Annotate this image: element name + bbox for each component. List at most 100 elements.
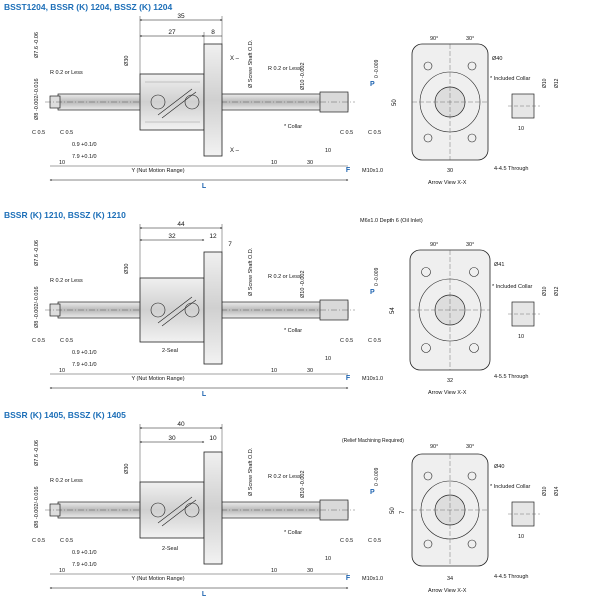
angle-30: 30° bbox=[466, 36, 474, 42]
collar-d1: Ø10 bbox=[542, 286, 548, 296]
view-height: 54 bbox=[390, 307, 396, 314]
thread-label: M10x1.0 bbox=[362, 376, 383, 382]
collar-d2: Ø14 bbox=[554, 486, 560, 496]
view-height: 50 bbox=[390, 507, 396, 514]
chamfer-right2: C 0.5 bbox=[368, 338, 381, 344]
hole-dia: Ø41 bbox=[494, 262, 504, 268]
dim-overall: 40 bbox=[177, 421, 185, 428]
included-collar: * Included Collar bbox=[492, 284, 533, 290]
seal-label: 2-Seal bbox=[162, 546, 178, 552]
seg-4: 10 bbox=[325, 556, 331, 562]
chamfer-left2: C 0.5 bbox=[60, 338, 73, 344]
seg-1: 10 bbox=[59, 160, 65, 166]
shaft-10: Ø10 -0.002 bbox=[300, 62, 306, 90]
dim-flange: 8 bbox=[211, 29, 215, 36]
p-tol: 0 -0.009 bbox=[374, 267, 380, 286]
chamfer-left2: C 0.5 bbox=[60, 130, 73, 136]
dim-nut-length: 27 bbox=[168, 29, 176, 36]
seg-3: 30 bbox=[307, 368, 313, 374]
dim-flange: 10 bbox=[209, 435, 217, 442]
p-label: P bbox=[370, 81, 375, 88]
y-range: Y (Nut Motion Range) bbox=[131, 576, 184, 582]
through-holes: 4-4.5 Through bbox=[494, 574, 528, 580]
radius-label: R 0.2 or Less bbox=[50, 278, 83, 284]
hole-dia: Ø40 bbox=[492, 56, 502, 62]
chamfer-right2: C 0.5 bbox=[368, 130, 381, 136]
chamfer-left: C 0.5 bbox=[32, 538, 45, 544]
chamfer-right: C 0.5 bbox=[340, 130, 353, 136]
drawing-section-3: 40 30 10 L Y (Nut Motion Range) 10 10 30… bbox=[32, 421, 560, 598]
end-dia: Ø7.6 -0.06 bbox=[34, 32, 40, 58]
nut-body bbox=[139, 277, 205, 343]
view-seven: 7 bbox=[400, 510, 406, 514]
angle-90: 90° bbox=[430, 36, 438, 42]
y-range: Y (Nut Motion Range) bbox=[131, 376, 184, 382]
included-collar: * Included Collar bbox=[490, 76, 531, 82]
nut-body bbox=[139, 73, 205, 131]
thread-label: M10x1.0 bbox=[362, 576, 383, 582]
radius-right: R 0.2 or Less bbox=[268, 274, 301, 280]
seg-4: 10 bbox=[325, 148, 331, 154]
radius-label: R 0.2 or Less bbox=[50, 70, 83, 76]
dim-overall: 35 bbox=[177, 13, 185, 20]
screw-od: Ø Screw Shaft O.D. bbox=[248, 39, 254, 88]
seg-3: 30 bbox=[307, 160, 313, 166]
screw-od: Ø Screw Shaft O.D. bbox=[248, 447, 254, 496]
view-width: 30 bbox=[447, 168, 453, 174]
collar-width: 10 bbox=[518, 334, 524, 340]
seal-label: 2-Seal bbox=[162, 348, 178, 354]
collar-d1: Ø10 bbox=[542, 486, 548, 496]
collar-d1: Ø10 bbox=[542, 78, 548, 88]
relief-note: (Relief Machining Required) bbox=[342, 438, 404, 444]
f-label: F bbox=[346, 575, 351, 582]
radius-right: R 0.2 or Less bbox=[268, 474, 301, 480]
nut-flange bbox=[203, 251, 223, 365]
collar-label: * Collar bbox=[284, 124, 302, 130]
p-tol: 0 -0.009 bbox=[374, 467, 380, 486]
x-marker-top: X – bbox=[230, 56, 240, 62]
groove-label: 7.9 +0.1/0 bbox=[72, 362, 97, 368]
angle-90: 90° bbox=[430, 444, 438, 450]
dim-overall: 44 bbox=[177, 221, 185, 228]
seg-3: 30 bbox=[307, 568, 313, 574]
f-label: F bbox=[346, 375, 351, 382]
seg-2: 10 bbox=[271, 368, 277, 374]
included-collar: * Included Collar bbox=[490, 484, 531, 490]
y-range: Y (Nut Motion Range) bbox=[131, 168, 184, 174]
angle-30: 30° bbox=[466, 444, 474, 450]
nut-body bbox=[139, 481, 205, 539]
journal-label: 0.9 +0.1/0 bbox=[72, 142, 97, 148]
chamfer-left: C 0.5 bbox=[32, 130, 45, 136]
shaft-10: Ø10 -0.002 bbox=[300, 470, 306, 498]
arrow-view-label: Arrow View X-X bbox=[428, 180, 467, 186]
end-dia: Ø7.6 -0.06 bbox=[34, 240, 40, 266]
groove-label: 7.9 +0.1/0 bbox=[72, 562, 97, 568]
x-marker-bottom: X – bbox=[230, 148, 240, 154]
through-holes: 4-5.5 Through bbox=[494, 374, 528, 380]
nut-flange bbox=[203, 43, 223, 157]
arrow-view-label: Arrow View X-X bbox=[428, 588, 467, 594]
p-tol: 0 -0.009 bbox=[374, 59, 380, 78]
section-title-3: BSSR (K) 1405, BSSZ (K) 1405 bbox=[4, 410, 126, 420]
section-title-1: BSST1204, BSSR (K) 1204, BSSZ (K) 1204 bbox=[4, 2, 173, 12]
chamfer-left2: C 0.5 bbox=[60, 538, 73, 544]
thread-label: M10x1.0 bbox=[362, 168, 383, 174]
collar-d2: Ø12 bbox=[554, 78, 560, 88]
radius-label: R 0.2 or Less bbox=[50, 478, 83, 484]
shaft-dia: Ø8 -0.002/-0.016 bbox=[34, 78, 40, 120]
seg-1: 10 bbox=[59, 568, 65, 574]
angle-90: 90° bbox=[430, 242, 438, 248]
section-title-2: BSSR (K) 1210, BSSZ (K) 1210 bbox=[4, 210, 126, 220]
chamfer-right2: C 0.5 bbox=[368, 538, 381, 544]
angle-30: 30° bbox=[466, 242, 474, 248]
seg-2: 10 bbox=[271, 568, 277, 574]
oil-inlet: M6x1.0 Depth 6 (Oil Inlet) bbox=[360, 218, 423, 224]
l-label: L bbox=[202, 183, 207, 190]
nut-od: Ø30 bbox=[124, 56, 130, 66]
arrow-view-label: Arrow View X-X bbox=[428, 390, 467, 396]
p-label: P bbox=[370, 489, 375, 496]
p-label: P bbox=[370, 289, 375, 296]
view-width: 32 bbox=[447, 378, 453, 384]
seg-2: 10 bbox=[271, 160, 277, 166]
